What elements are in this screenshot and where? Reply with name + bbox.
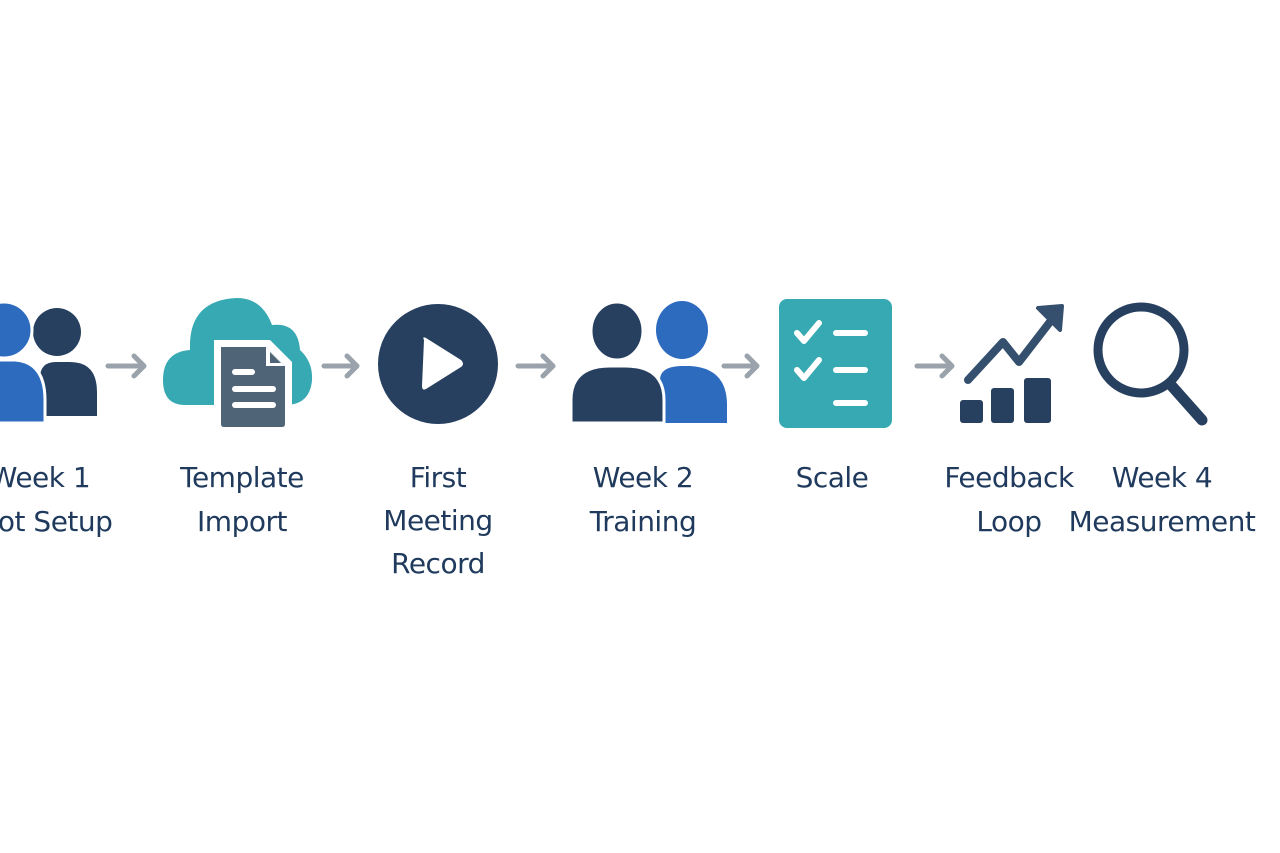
label-line: Meeting [383, 504, 493, 537]
label-line: First [409, 461, 467, 494]
label-line: Scale [795, 461, 869, 494]
checklist-icon [779, 299, 892, 428]
label-line: Measurement [1068, 505, 1256, 538]
label-line: Template [180, 461, 304, 494]
magnifier-icon [1093, 302, 1208, 426]
label-line: Week 4 [1111, 461, 1213, 494]
step-label-template-import: Template Import [122, 456, 362, 544]
step-label-first-meeting-record: First Meeting Record [318, 456, 558, 585]
growth-chart-icon [960, 304, 1064, 423]
label-line: Feedback [944, 461, 1074, 494]
cloud-document-icon [163, 298, 313, 430]
arrow-right-icon [321, 353, 360, 379]
play-icon [378, 304, 498, 424]
arrow-right-icon [515, 353, 556, 379]
people-icon [0, 300, 97, 425]
label-line: Loop [976, 505, 1042, 538]
step-label-week2-training: Week 2 Training [523, 456, 763, 544]
label-line: Week 1 [0, 461, 91, 494]
people-icon [569, 300, 727, 425]
label-line: Training [589, 505, 697, 538]
step-label-week4-measurement: Week 4 Measurement [1042, 456, 1280, 544]
step-label-feedback-loop: Feedback Loop [889, 456, 1129, 544]
label-line: Week 2 [592, 461, 694, 494]
label-line: Pilot Setup [0, 505, 113, 538]
arrow-right-icon [721, 353, 760, 379]
arrow-right-icon [914, 353, 955, 379]
label-line: Import [197, 505, 287, 538]
step-label-scale: Scale [712, 456, 952, 500]
step-label-week1-pilot-setup: Week 1 Pilot Setup [0, 456, 160, 544]
arrow-right-icon [105, 353, 147, 379]
label-line: Record [391, 547, 485, 580]
